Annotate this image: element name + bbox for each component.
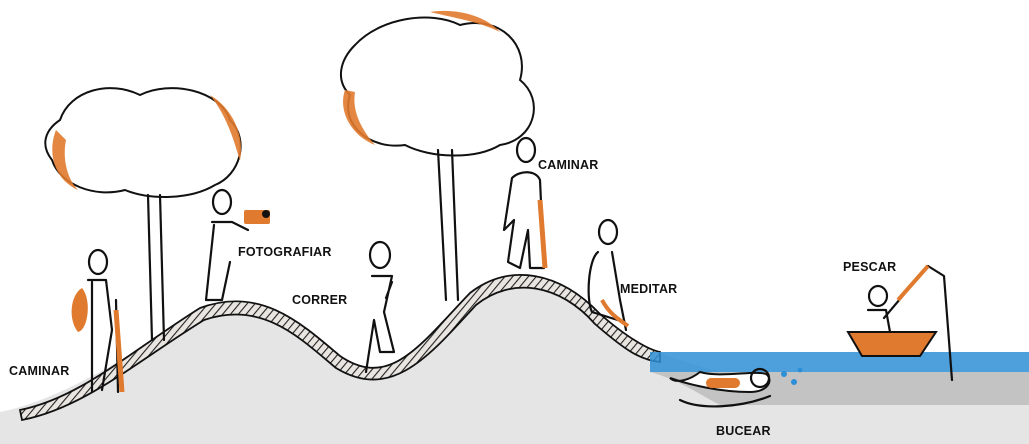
- label-pescar: PESCAR: [843, 260, 896, 274]
- person-meditating: [589, 220, 628, 330]
- water: [650, 352, 1029, 372]
- label-correr: CORRER: [292, 293, 347, 307]
- person-running: [366, 242, 394, 372]
- label-fotografiar: FOTOGRAFIAR: [238, 245, 332, 259]
- label-caminar-left: CAMINAR: [9, 364, 69, 378]
- label-bucear: BUCEAR: [716, 424, 771, 438]
- label-meditar: MEDITAR: [620, 282, 677, 296]
- label-caminar-top: CAMINAR: [538, 158, 598, 172]
